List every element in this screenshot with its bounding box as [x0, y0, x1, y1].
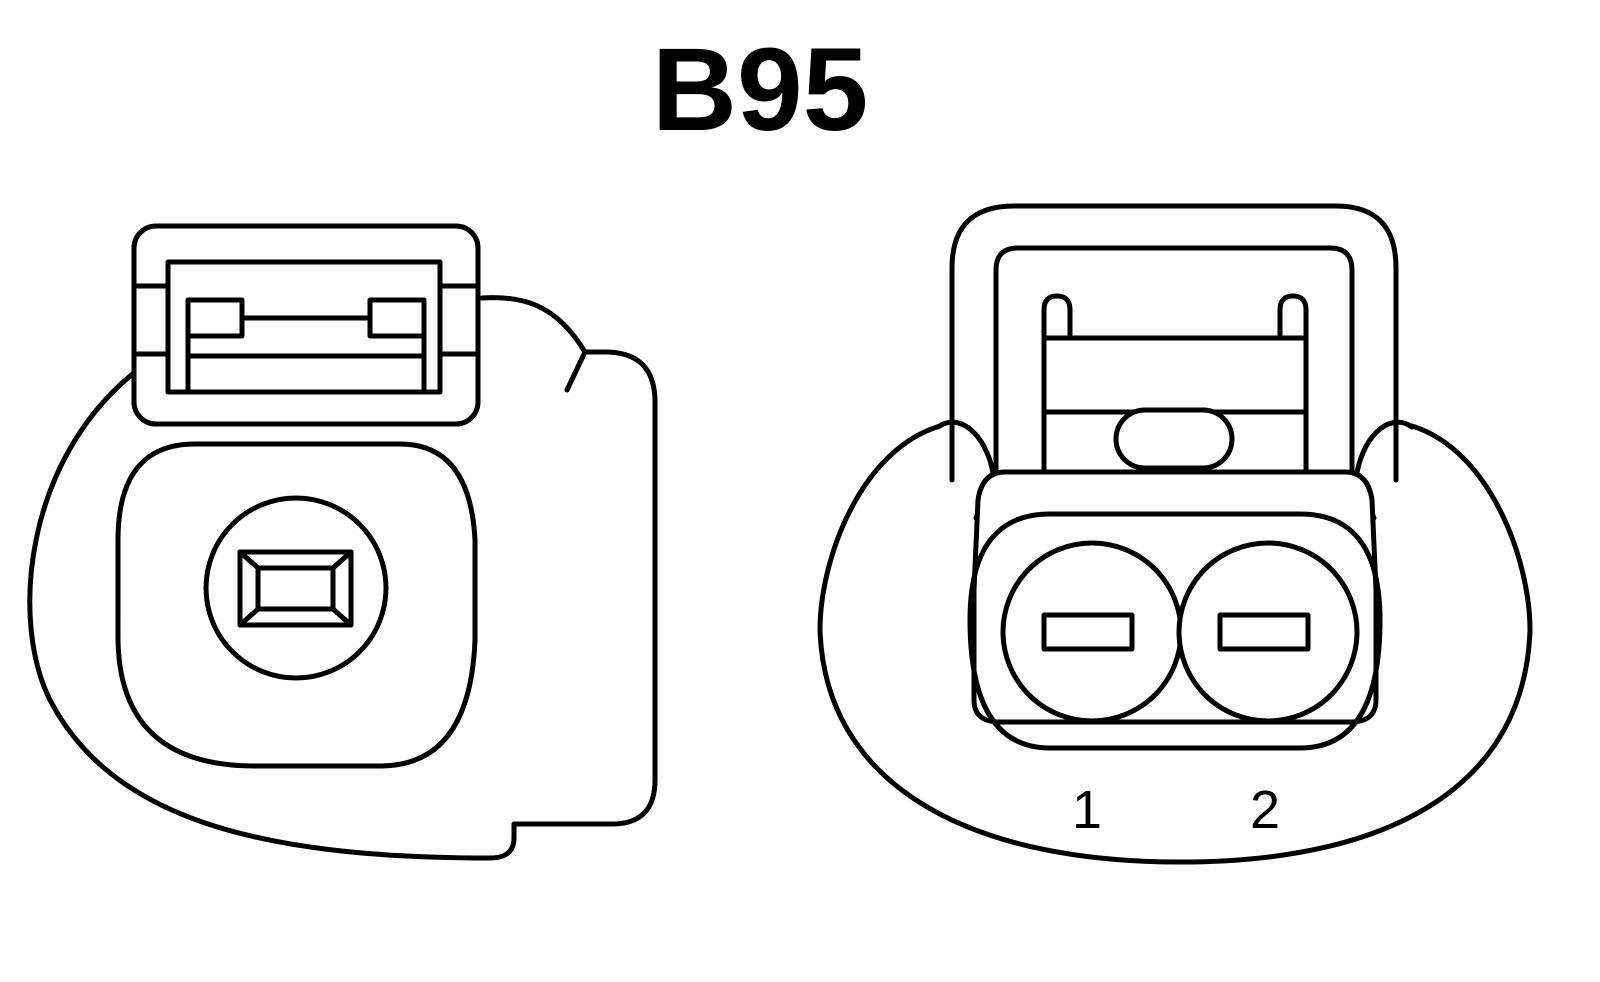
terminal-bevel — [237, 606, 261, 628]
pin-2-cavity — [1176, 540, 1360, 724]
lock-arm-right-post — [1277, 293, 1309, 483]
terminal-bevel — [330, 549, 354, 571]
terminal-outer-rect — [237, 549, 354, 628]
lock-housing-inner — [993, 245, 1355, 483]
pin-1-label: 1 — [1072, 780, 1102, 840]
pin-2-terminal — [1217, 612, 1311, 652]
pin-2-label: 2 — [1250, 780, 1280, 840]
connector-id-label: B95 — [652, 24, 868, 156]
terminal-circle — [203, 495, 389, 681]
terminal-bevel — [237, 549, 261, 571]
terminal-bevel — [330, 606, 354, 628]
terminal-inner-rect — [255, 565, 336, 612]
connector-face-view: 1 2 — [817, 203, 1533, 865]
pin-1-terminal — [1041, 612, 1135, 652]
pin-1-cavity — [1000, 540, 1184, 724]
side-view-body-outline — [27, 295, 658, 861]
lock-release-oval — [1113, 407, 1235, 471]
latch-housing-outer — [131, 223, 481, 427]
lock-housing-outer — [949, 203, 1399, 483]
connector-side-view — [27, 223, 658, 861]
latch-housing-inner — [165, 259, 443, 395]
face-view-body-outline — [817, 423, 1533, 865]
lock-arm-left-post — [1041, 293, 1073, 483]
terminal-block-inner — [967, 511, 1383, 751]
side-view-inner-cavity — [115, 441, 478, 769]
